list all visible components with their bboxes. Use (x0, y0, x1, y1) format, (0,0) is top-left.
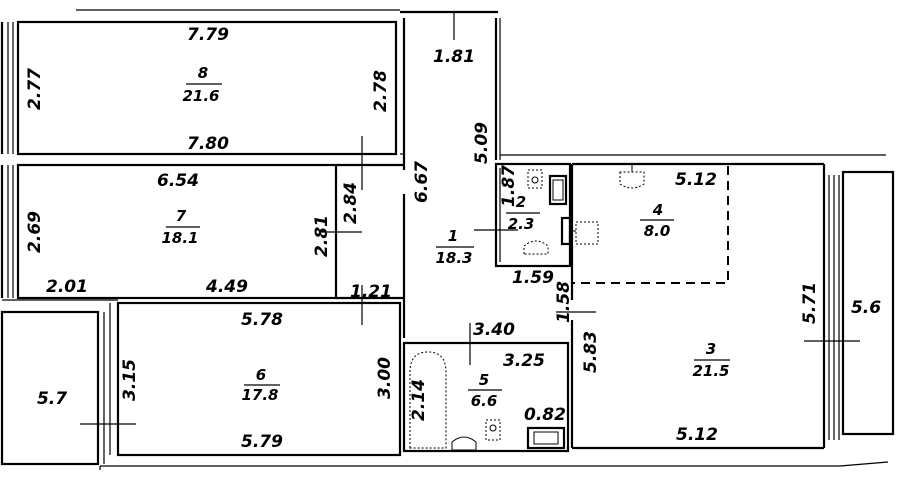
room-8-number: 8 (198, 64, 208, 82)
room-5-outline (402, 341, 570, 453)
dim-r7-bottom-right: 4.49 (205, 277, 248, 297)
dim-r3-bottom: 5.12 (676, 425, 718, 445)
dim-hall-top: 1.81 (433, 47, 475, 67)
toilet-icon (485, 419, 501, 441)
room-8-area: 21.6 (182, 87, 219, 105)
dim-r7-right: 2.81 (312, 215, 332, 257)
room-6-number: 6 (256, 366, 266, 384)
dim-r6-right: 3.00 (375, 357, 395, 399)
dim-r2-side: 1.58 (554, 281, 574, 323)
room-labels: 8 21.6 7 18.1 6 17.8 1 18.3 2 2.3 4 8.0 … (37, 64, 881, 410)
dim-r5-left: 2.14 (409, 379, 429, 421)
room-2-outline (494, 162, 572, 268)
balcony-left-area: 5.7 (37, 389, 67, 409)
bathroom-2-fixtures (523, 169, 599, 255)
dim-r2-left: 1.87 (499, 165, 519, 207)
washbasin-icon (527, 169, 543, 189)
room-5-area: 6.6 (471, 392, 498, 410)
dim-r3-right: 5.71 (800, 282, 820, 324)
room-4-area: 8.0 (644, 222, 671, 240)
radiator-icon (560, 216, 572, 246)
room-7-number: 7 (176, 207, 187, 225)
washing-machine-icon (548, 174, 568, 206)
dimension-labels: 7.79 7.80 1.81 6.54 2.01 4.49 1.21 5.78 … (25, 25, 820, 452)
room-3-number: 3 (706, 340, 716, 358)
walls (0, 9, 895, 470)
dim-hall-right: 5.09 (472, 122, 492, 164)
dimension-lines (80, 12, 860, 425)
dim-r2-bottom: 1.59 (512, 268, 554, 288)
room-5-number: 5 (479, 371, 489, 389)
room-7-area: 18.1 (161, 229, 198, 247)
kitchen-fixtures (619, 164, 645, 189)
room-6-area: 17.8 (241, 386, 278, 404)
sink-icon (451, 436, 477, 451)
bathroom-5-fixtures (409, 351, 566, 451)
room-2-number: 2 (516, 193, 526, 211)
hood-icon (619, 171, 645, 189)
dim-r7-left: 2.69 (25, 211, 45, 253)
dim-r7-bottom-left: 2.01 (46, 277, 88, 297)
dim-door-gap: 2.84 (341, 182, 361, 224)
room-4-zone (572, 166, 729, 284)
room-4-number: 4 (652, 201, 663, 219)
room-6-outline (116, 301, 402, 457)
dim-r6-left: 3.15 (120, 359, 140, 401)
room-3-area: 21.5 (692, 362, 729, 380)
dim-r5-top-left: 3.40 (473, 320, 515, 340)
room-1-area: 18.3 (435, 249, 472, 267)
balcony-right-area: 5.6 (851, 298, 881, 318)
dim-r6-bottom: 5.79 (241, 432, 283, 452)
dim-r3-left: 5.83 (581, 331, 601, 373)
bathtub-icon (409, 351, 447, 449)
room-2-area: 2.3 (508, 215, 535, 233)
dim-r4-top: 5.12 (675, 170, 717, 190)
balcony-left-outline (0, 310, 100, 466)
dim-r8-top: 7.79 (187, 25, 229, 45)
room-8-outline (16, 20, 398, 156)
dim-r5-bottom: 0.82 (524, 405, 566, 425)
shower-tray-icon (523, 240, 549, 255)
dim-hall-left: 6.67 (412, 161, 432, 203)
dim-r6-top: 5.78 (241, 310, 283, 330)
dim-corridor: 1.21 (350, 282, 392, 302)
dim-r8-bottom: 7.80 (187, 134, 229, 154)
appliance-icon (575, 221, 599, 245)
dim-r8-left: 2.77 (25, 68, 45, 110)
dim-r5-top: 3.25 (503, 351, 545, 371)
dim-r8-right: 2.78 (371, 70, 391, 112)
balcony-right-outline (841, 170, 895, 436)
room-1-number: 1 (448, 227, 458, 245)
dim-r7-top: 6.54 (157, 171, 199, 191)
washer-icon (526, 426, 566, 450)
